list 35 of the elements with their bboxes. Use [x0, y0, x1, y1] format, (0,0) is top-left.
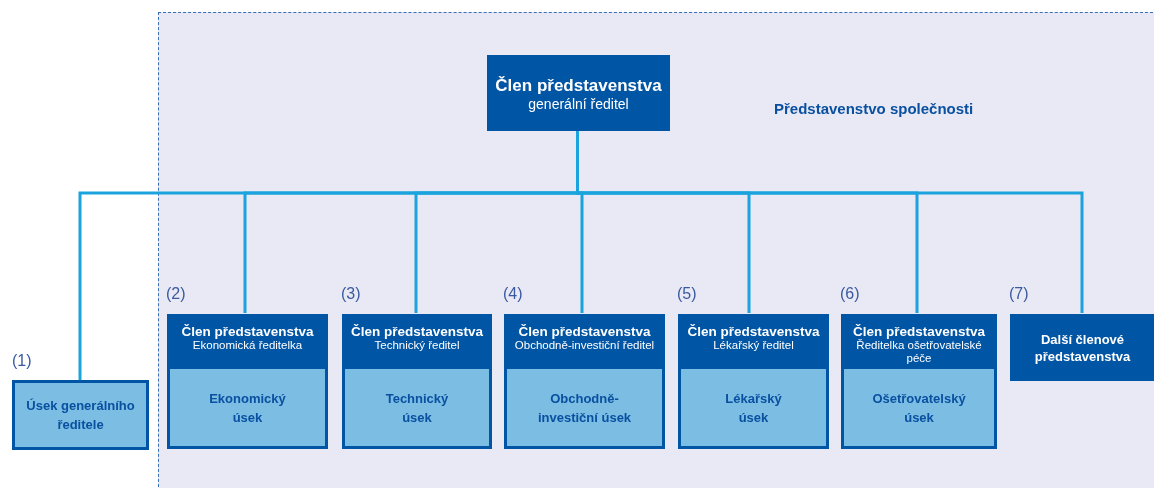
department-box: Lékařský úsek — [681, 369, 826, 446]
position-number: (4) — [503, 285, 523, 303]
region-title: Představenstvo společnosti — [774, 100, 974, 117]
member-role: Technický ředitel — [373, 339, 461, 352]
member-role: Ředitelka ošetřovatelské péče — [855, 339, 983, 365]
board-member-box — [167, 314, 328, 449]
board-member-box — [841, 314, 997, 449]
member-role: Lékařský ředitel — [712, 339, 795, 352]
position-number: (5) — [677, 285, 697, 303]
position-number: (7) — [1009, 285, 1029, 303]
board-member-box — [504, 314, 665, 449]
chairman-box — [487, 55, 670, 131]
member-role: Obchodně-investiční ředitel — [513, 339, 656, 352]
member-title: Člen představenstva — [350, 324, 484, 339]
department-box: Úsek generálního ředitele — [12, 380, 149, 450]
board-region — [158, 12, 1154, 488]
member-title: Člen představenstva — [518, 324, 651, 339]
department-box: Technický úsek — [345, 369, 489, 446]
board-member-box — [678, 314, 829, 449]
position-number: (1) — [12, 352, 32, 370]
member-title: Člen představenstva — [181, 324, 314, 339]
department-box: Obchodně-investiční úsek — [507, 369, 662, 446]
position-number: (3) — [341, 285, 361, 303]
member-title: Další členové představenstva — [1033, 330, 1132, 365]
position-number: (2) — [166, 285, 186, 303]
department-box: Ošetřovatelský úsek — [844, 369, 994, 446]
board-member-box — [1010, 314, 1154, 381]
member-title: Člen představenstva — [852, 324, 986, 339]
member-role: Ekonomická ředitelka — [191, 339, 304, 352]
member-title: Člen představenstva — [687, 324, 820, 339]
member-role: generální ředitel — [527, 97, 630, 111]
position-number: (6) — [840, 285, 860, 303]
board-member-box — [342, 314, 492, 449]
department-box: Ekonomický úsek — [170, 369, 325, 446]
member-title: Člen představenstva — [495, 75, 662, 96]
